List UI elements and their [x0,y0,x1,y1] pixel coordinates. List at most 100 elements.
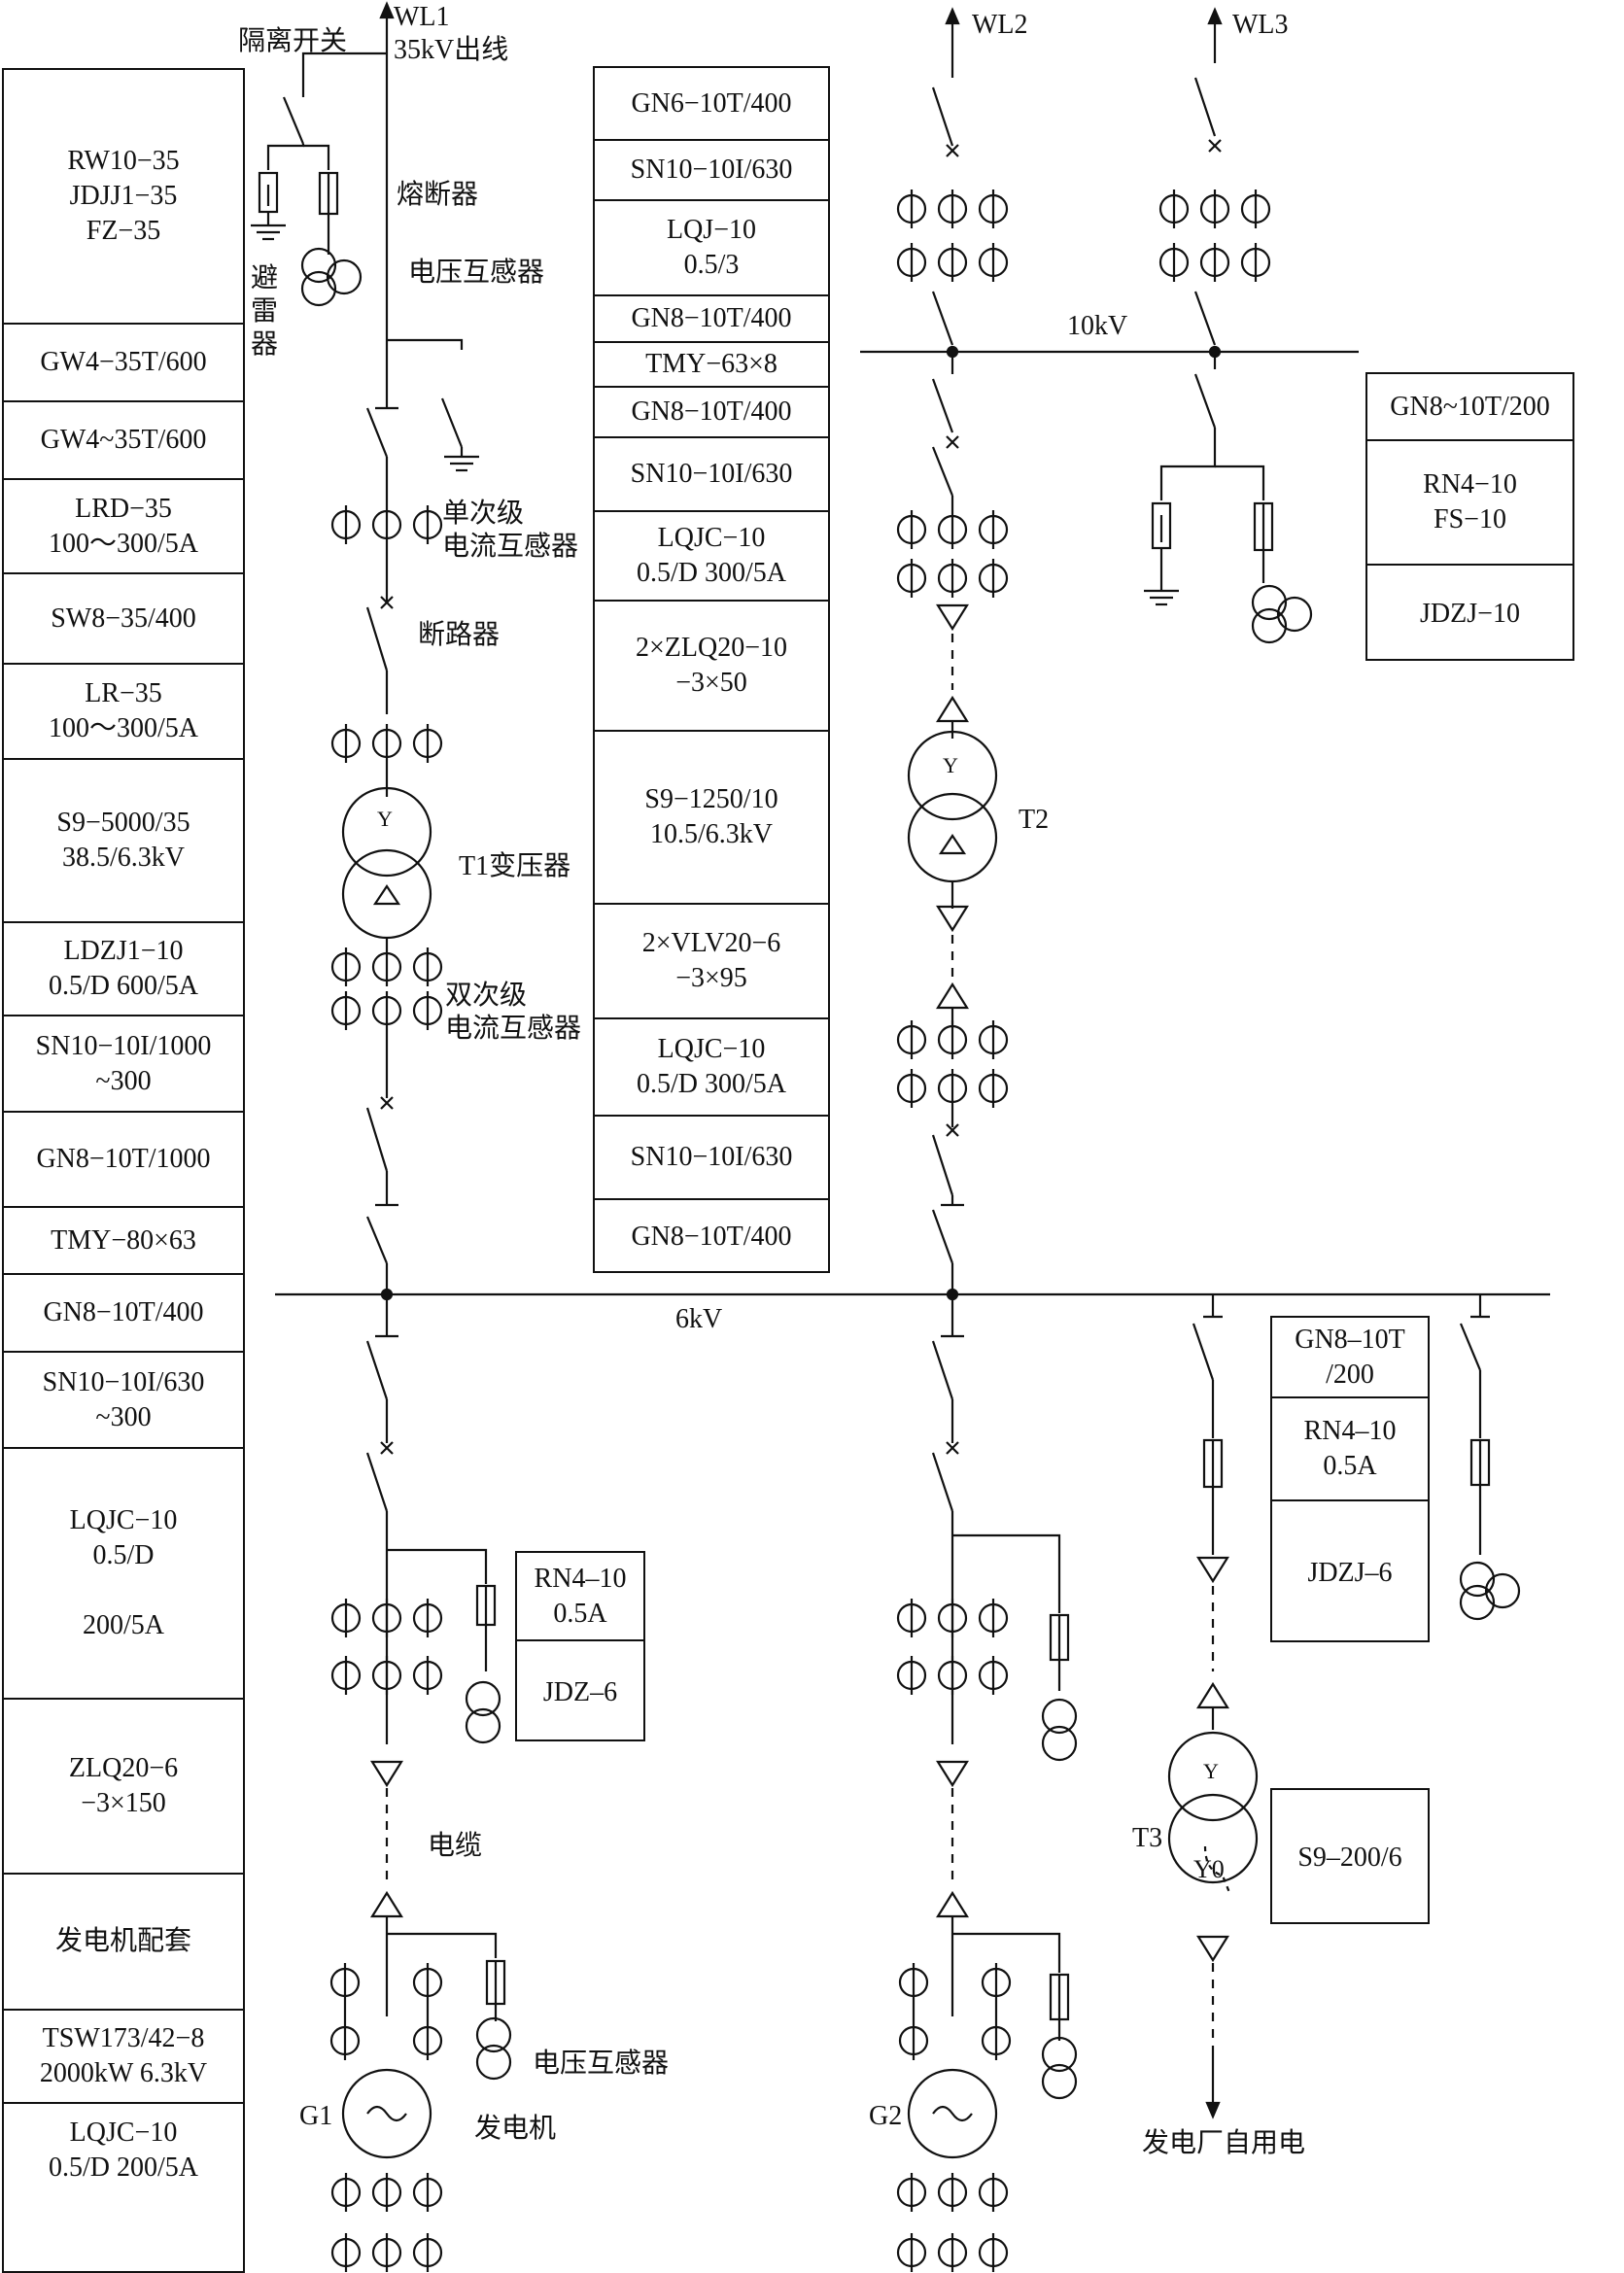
6kv-voltage-transformer-icon [1459,1584,1496,1621]
ct-icon [937,514,968,545]
ct-double-secondary-icon [330,951,362,982]
g1-pt-table-cell: RN4–10 0.5A [517,1553,643,1641]
cable-termination-icon [370,1890,403,1918]
isolator-lead [301,52,387,97]
left-table-cell: TMY−80×63 [4,1208,243,1275]
wl2-label: WL2 [972,10,1028,40]
left-table-cell: GN8−10T/400 [4,1275,243,1353]
t3-table-cell: S9–200/6 [1297,1843,1402,1873]
wye-symbol: Y [943,753,958,777]
t3-equipment-table: S9–200/6 [1270,1788,1430,1924]
arrow-up-icon [379,1,395,19]
breaker-mark [380,1096,394,1110]
pt-fuse-icon [1049,1973,1070,2021]
breaker-mark [946,1123,959,1137]
left-table-cell: LR−35 100～300/5A [4,665,243,760]
g2-voltage-transformer-icon [1041,1725,1078,1762]
arrester-lead [1159,428,1217,500]
ct-double-secondary-icon [371,995,402,1026]
right-table-mid-cell: JDZJ–6 [1307,1557,1393,1588]
t3-transformer-icon [1167,1793,1259,1884]
pt-fuse-icon [485,1959,506,2006]
center-table-cell: S9−1250/10 10.5/6.3kV [595,732,828,905]
circuit-breaker-blade [365,606,389,672]
ct-icon [412,2177,443,2208]
disconnector-blade [1193,373,1217,429]
cable-termination-icon [936,603,969,632]
ct-double-secondary-icon [412,951,443,982]
cable-termination-icon [936,905,969,933]
ct-icon [937,1073,968,1104]
pt-lead [387,1932,498,1958]
ct-icon [978,1073,1009,1104]
cable-termination-icon [936,1760,969,1788]
ct-single-secondary-icon [371,509,402,540]
ct-icon [937,193,968,224]
breaker-mark [946,1441,959,1455]
ct-icon [330,1660,362,1691]
ct-icon [412,1660,443,1691]
left-table-cell: GW4~35T/600 [4,402,243,480]
center-table-cell: GN8−10T/400 [595,388,828,438]
pt-lead [952,1932,1061,1973]
center-table-cell: LQJC−10 0.5/D 300/5A [595,1019,828,1117]
voltage-transformer-icon [300,270,337,307]
wye-symbol: Y [1203,1759,1219,1783]
ct-icon [937,2177,968,2208]
ct-double-secondary-icon [412,995,443,1026]
center-table-cell: SN10−10I/630 [595,1117,828,1200]
generator-ct-icon [898,2025,929,2056]
ct-icon [937,1602,968,1634]
generator-sine-icon [932,2105,973,2122]
disconnector-blade [1193,77,1217,137]
right-table-top-cell: RN4−10 FS−10 [1367,441,1572,566]
10kv-voltage-transformer-icon [1251,607,1288,644]
generator-ct-icon [981,1967,1012,1998]
ct-icon [978,1024,1009,1055]
ct-icon [937,1024,968,1055]
circuit-breaker-blade [931,446,954,497]
circuit-breaker-blade [931,1134,954,1196]
left-table-cell: LQJC−10 0.5/D 200/5A [49,2118,198,2183]
bus-junction-dot [380,1288,394,1301]
arrester-label: 避 雷 器 [251,263,279,360]
left-table-cell: SN10−10I/630 ~300 [4,1353,243,1449]
generator-ct-icon [898,1967,929,1998]
wl1-label: WL1 [394,2,450,32]
left-table-cell: TSW173/42−8 2000kW 6.3kV [4,2011,243,2104]
t3-fuse-icon [1202,1438,1224,1489]
pt-fuse-icon [475,1584,497,1627]
g1-generator-icon [341,2068,432,2159]
center-table-cell: SN10−10I/630 [595,438,828,512]
ct-icon [1158,247,1190,278]
ct-icon [371,2237,402,2268]
left-table-cell: LQJC−10 0.5/D 200/5A [4,1449,243,1700]
disconnector-blade [1192,1323,1215,1381]
fuse-lead [1215,465,1265,500]
ct-icon [896,563,927,594]
cable-termination-icon [936,695,969,723]
ct-single-secondary-icon [412,509,443,540]
delta-symbol [372,884,401,906]
ct-icon [978,1660,1009,1691]
ct-icon [896,2177,927,2208]
cable-termination-icon [1196,1556,1229,1584]
ct-double-label: 双次级 电流互感器 [445,981,582,1044]
voltage-transformer-icon [326,258,363,295]
t3-transformer-icon [1167,1731,1259,1822]
pt-lead [387,1548,488,1584]
generator-ct-icon [412,2025,443,2056]
breaker-label: 断路器 [418,620,501,650]
generator-ct-icon [329,1967,361,1998]
left-table-cell: LDZJ1−10 0.5/D 600/5A [4,923,243,1016]
circuit-breaker-blade [365,1452,389,1512]
ct-single-label: 单次级 电流互感器 [442,499,579,562]
isolator-label: 隔离开关 [238,26,348,56]
t1-label: T1变压器 [459,851,571,881]
delta-symbol [938,834,967,855]
generator-ct-icon [981,2025,1012,2056]
isolator-blade [282,96,305,145]
lightning-arrester-icon [1151,501,1172,550]
